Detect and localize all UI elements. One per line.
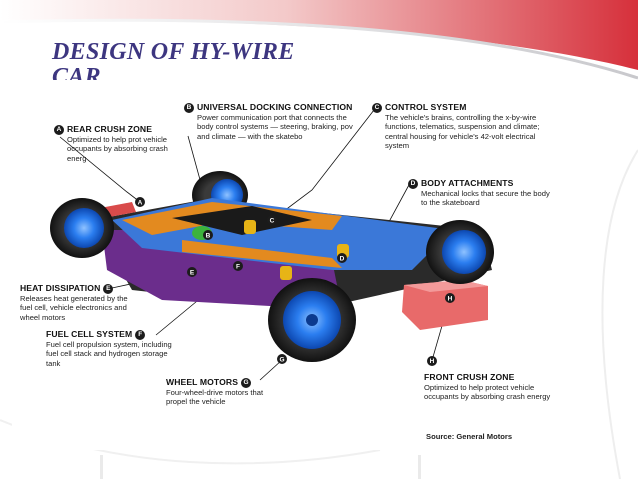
svg-text:H: H: [448, 296, 453, 303]
title-line-1: DESIGN OF HY-WIRE: [52, 40, 382, 65]
svg-text:D: D: [340, 256, 345, 263]
callout-title: UNIVERSAL DOCKING CONNECTION: [197, 102, 352, 113]
callout-badge: G: [241, 378, 251, 388]
callout-title: FRONT CRUSH ZONE: [424, 372, 514, 383]
callout-description: Optimized to help prot vehicle occupants…: [54, 135, 174, 163]
callout-title: CONTROL SYSTEM: [385, 102, 466, 113]
callout-title: FUEL CELL SYSTEM: [46, 329, 132, 340]
callout-description: The vehicle's brains, controlling the x-…: [372, 113, 552, 151]
callout-title: BODY ATTACHMENTS: [421, 178, 513, 189]
callout-description: Optimized to help protect vehicle occupa…: [424, 383, 554, 402]
callout-badge: F: [135, 330, 145, 340]
svg-text:G: G: [279, 357, 284, 364]
callout-front-crush-zone: FRONT CRUSH ZONE Optimized to help prote…: [424, 372, 554, 402]
svg-text:F: F: [236, 264, 240, 271]
callout-description: Power communication port that connects t…: [184, 113, 359, 141]
svg-text:E: E: [190, 270, 195, 277]
callout-badge: D: [408, 179, 418, 189]
callout-badge: A: [54, 125, 64, 135]
callout-badge-h: H: [427, 356, 437, 366]
callout-description: Mechanical locks that secure the body to…: [408, 189, 558, 208]
callout-description: Four-wheel-drive motors that propel the …: [166, 388, 286, 407]
source-credit: Source: General Motors: [426, 432, 512, 441]
callout-description: Fuel cell propulsion system, including f…: [46, 340, 176, 368]
callout-title: HEAT DISSIPATION: [20, 283, 100, 294]
callout-title: WHEEL MOTORS: [166, 377, 238, 388]
wheel-front-right: [268, 278, 356, 362]
callout-title: REAR CRUSH ZONE: [67, 124, 152, 135]
svg-text:B: B: [206, 233, 211, 240]
callout-badge: C: [372, 103, 382, 113]
callout-badge: B: [184, 103, 194, 113]
wheel-rear-right: [50, 198, 114, 258]
callout-badge: E: [103, 284, 113, 294]
wheel-front-left: [426, 220, 494, 284]
svg-text:A: A: [138, 200, 143, 207]
svg-text:C: C: [270, 218, 275, 225]
callout-description: Releases heat generated by the fuel cell…: [20, 294, 140, 322]
